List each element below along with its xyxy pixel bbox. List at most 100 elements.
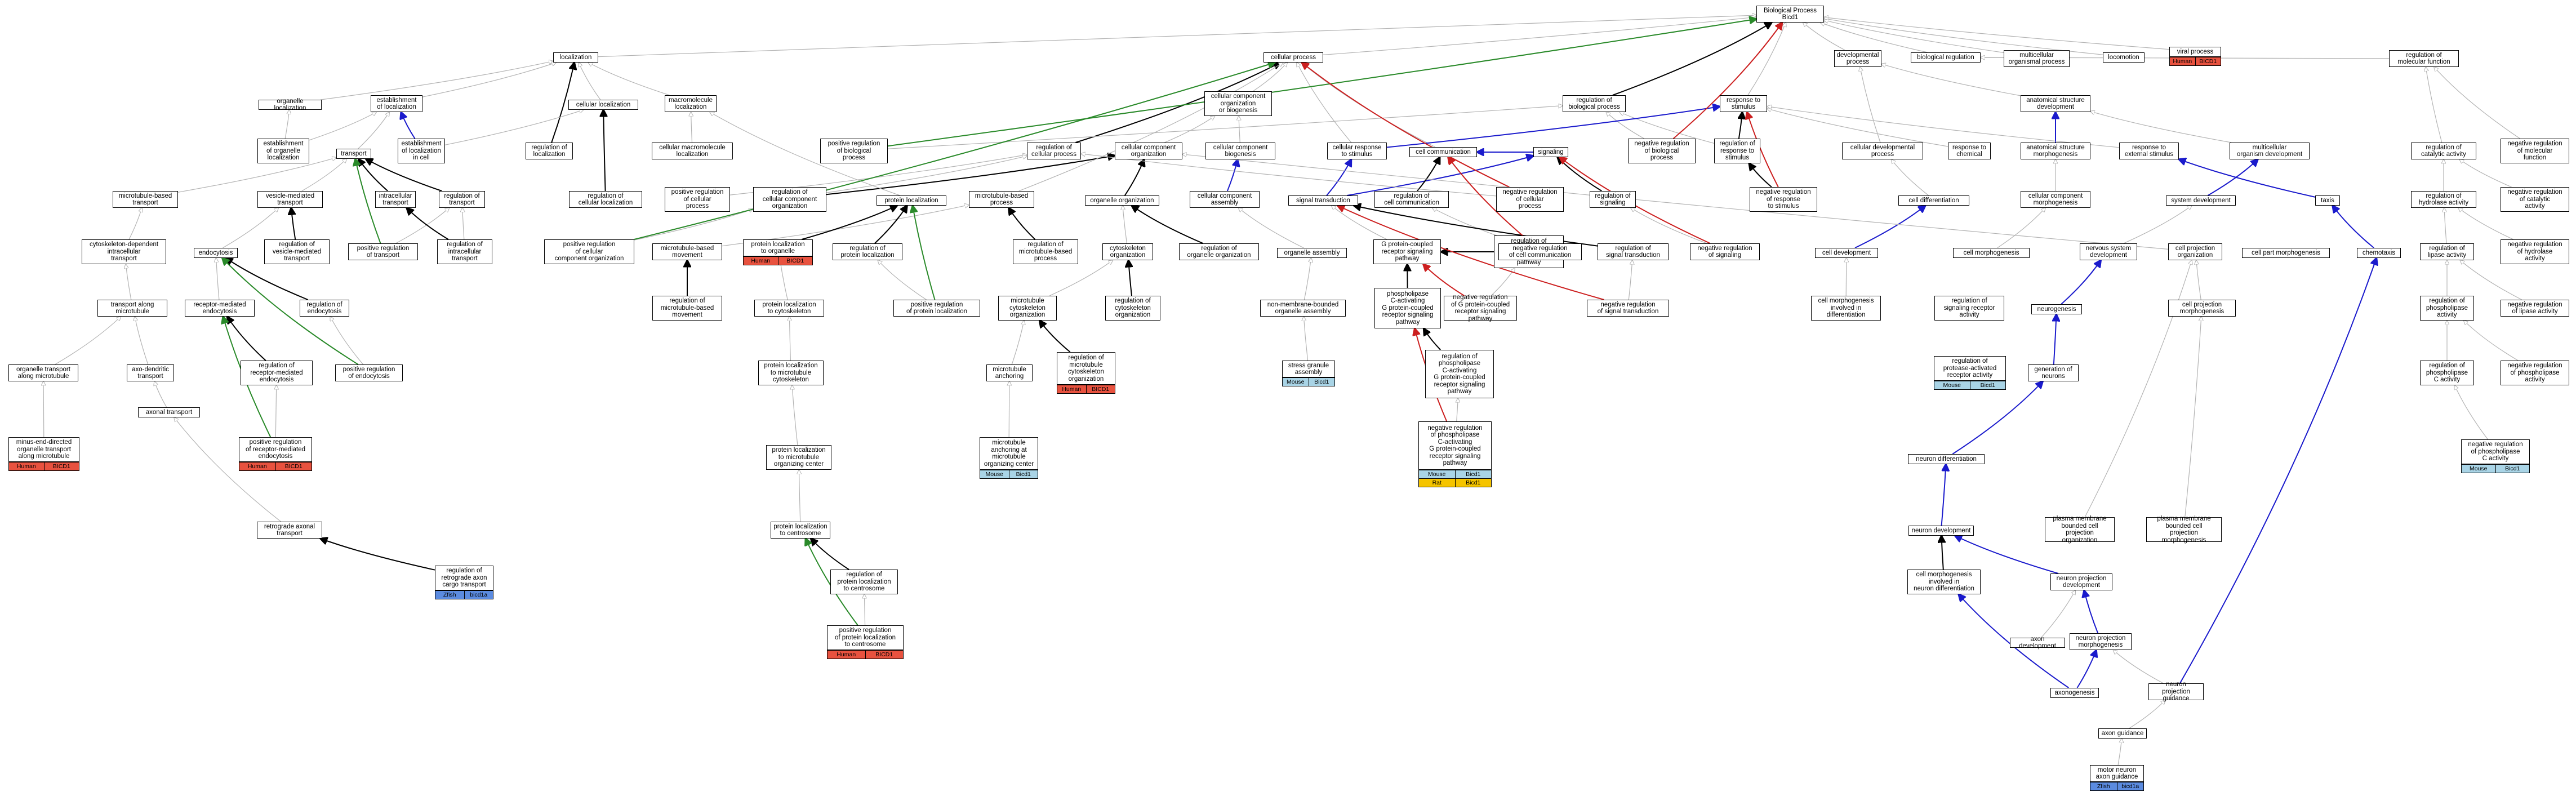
go-term-ict[interactable]: intracellular transport [375, 191, 416, 208]
go-term-regict[interactable]: regulation of intracellular transport [437, 239, 492, 264]
go-term-asmorph[interactable]: anatomical structure morphogenesis [2021, 143, 2090, 159]
go-term-multi-org[interactable]: multicellular organismal process [2004, 50, 2070, 67]
go-term-sysdev[interactable]: system development [2166, 195, 2236, 206]
go-term-negreglipase[interactable]: negative regulation of lipase activity [2501, 300, 2569, 317]
go-term-ccob[interactable]: cellular component organization or bioge… [1204, 91, 1272, 116]
go-term-cellresp[interactable]: cellular response to stimulus [1327, 143, 1387, 159]
go-term-estloc[interactable]: establishment of localization [371, 95, 422, 112]
go-term-regloc[interactable]: regulation of localization [526, 143, 573, 159]
go-term-orgorg[interactable]: organelle organization [1085, 195, 1159, 206]
go-term-transport[interactable]: transport [336, 149, 371, 159]
go-term-regcp[interactable]: regulation of cellular process [1027, 143, 1081, 159]
go-term-regprotloc[interactable]: regulation of protein localization [833, 243, 902, 260]
go-term-celldev[interactable]: cellular developmental process [1842, 143, 1923, 159]
go-term-cco[interactable]: cellular component organization [1115, 143, 1182, 159]
go-term-negregplc[interactable]: negative regulation of phospholipase C a… [2461, 439, 2530, 464]
go-term-endocytosis[interactable]: endocytosis [194, 248, 238, 258]
go-term-retro[interactable]: retrograde axonal transport [257, 522, 322, 539]
go-term-nsd[interactable]: nervous system development [2080, 243, 2137, 260]
go-term-regsra[interactable]: regulation of signaling receptor activit… [1934, 296, 2004, 321]
go-term-viral[interactable]: viral process [2169, 47, 2221, 57]
go-term-cmind[interactable]: cell morphogenesis involved in neuron di… [1907, 570, 1981, 594]
go-term-posregprotloc[interactable]: positive regulation of protein localizat… [893, 300, 980, 317]
go-term-cca[interactable]: cellular component assembly [1190, 191, 1260, 208]
go-term-respchem[interactable]: response to chemical [1948, 143, 1991, 159]
go-term-cpm[interactable]: cell part morphogenesis [2242, 248, 2330, 258]
go-term-vmt[interactable]: vesicle-mediated transport [257, 191, 323, 208]
go-term-axtrans[interactable]: axonal transport [138, 407, 200, 417]
go-term-respext[interactable]: response to external stimulus [2119, 143, 2179, 159]
go-term-regorgorg[interactable]: regulation of organelle organization [1179, 243, 1259, 260]
go-term-regsig[interactable]: regulation of signaling [1590, 191, 1636, 208]
go-term-regmtco[interactable]: regulation of microtubule cytoskeleton o… [1057, 352, 1115, 385]
go-term-cellcomm[interactable]: cell communication [1409, 147, 1477, 157]
go-term-localization[interactable]: localization [553, 52, 598, 63]
go-term-gpcr[interactable]: G protein-coupled receptor signaling pat… [1373, 239, 1441, 264]
go-term-negregresp[interactable]: negative regulation of response to stimu… [1750, 187, 1817, 212]
go-term-nmboa[interactable]: non-membrane-bounded organelle assembly [1260, 300, 1346, 317]
go-term-pltmtoc[interactable]: protein localization to microtubule orga… [766, 445, 831, 470]
go-term-regsigtrans[interactable]: regulation of signal transduction [1598, 243, 1669, 260]
go-term-chemotaxis[interactable]: chemotaxis [2357, 248, 2401, 258]
go-term-reghyd[interactable]: regulation of hydrolase activity [2411, 191, 2476, 208]
go-term-posregpltc[interactable]: positive regulation of protein localizat… [827, 625, 904, 650]
go-term-cpmorph[interactable]: cell projection morphogenesis [2168, 300, 2236, 317]
go-term-cellloc[interactable]: cellular localization [568, 100, 638, 110]
go-term-negregplcgpcr[interactable]: negative regulation of phospholipase C-a… [1418, 421, 1492, 470]
go-term-regbp[interactable]: regulation of biological process [1563, 95, 1626, 112]
go-term-regmol[interactable]: regulation of molecular function [2389, 50, 2459, 67]
go-term-axdev[interactable]: axon development [2010, 636, 2065, 650]
go-term-estorgloc[interactable]: establishment of organelle localization [257, 139, 309, 163]
go-term-macroloc[interactable]: macromolecule localization [665, 95, 717, 112]
go-term-negregcp[interactable]: negative regulation of cellular process [1496, 187, 1564, 212]
go-term-npd[interactable]: neuron projection development [2050, 573, 2112, 590]
go-term-regresp[interactable]: regulation of response to stimulus [1714, 139, 1760, 163]
go-term-regmtbp[interactable]: regulation of microtubule-based process [1013, 239, 1078, 264]
go-term-estlocincell[interactable]: establishment of localization in cell [398, 139, 445, 163]
go-term-regpltc[interactable]: regulation of protein localization to ce… [830, 570, 898, 594]
go-term-negregphos[interactable]: negative regulation of phospholipase act… [2501, 361, 2569, 385]
go-term-resp[interactable]: response to stimulus [1720, 95, 1767, 112]
go-term-pltcentro[interactable]: protein localization to centrosome [771, 522, 830, 539]
go-term-posregcco[interactable]: positive regulation of cellular componen… [544, 239, 634, 264]
go-term-regtransport[interactable]: regulation of transport [439, 191, 485, 208]
go-term-neurogenesis[interactable]: neurogenesis [2031, 304, 2082, 314]
go-term-protloc[interactable]: protein localization [877, 195, 946, 206]
go-term-rme[interactable]: receptor-mediated endocytosis [185, 300, 255, 317]
go-term-mtbt[interactable]: microtubule-based transport [113, 191, 178, 208]
go-term-negregbp[interactable]: negative regulation of biological proces… [1628, 139, 1696, 163]
go-term-regppara[interactable]: regulation of protease-activated recepto… [1934, 356, 2006, 381]
go-term-negregcellcomm[interactable]: negative regulation of cell communicatio… [1498, 243, 1582, 260]
go-term-regcat[interactable]: regulation of catalytic activity [2411, 143, 2476, 159]
go-term-ccmorph[interactable]: cellular component morphogenesis [2021, 191, 2090, 208]
go-term-orgloc[interactable]: organelle localization [259, 98, 322, 112]
go-term-pltc[interactable]: protein localization to cytoskeleton [754, 300, 824, 317]
go-term-regplc[interactable]: regulation of phospholipase C activity [2420, 361, 2474, 385]
go-term-regcellcomm[interactable]: regulation of cell communication [1374, 191, 1449, 208]
go-term-regvmt[interactable]: regulation of vesicle-mediated transport [264, 239, 330, 264]
go-term-npm[interactable]: neuron projection morphogenesis [2070, 633, 2132, 650]
go-term-mtbm[interactable]: microtubule-based movement [652, 243, 722, 260]
go-term-otam[interactable]: organelle transport along microtubule [8, 364, 78, 381]
go-term-mnag[interactable]: motor neuron axon guidance [2090, 765, 2144, 782]
go-term-regretro[interactable]: regulation of retrograde axon cargo tran… [435, 566, 493, 590]
go-term-regcytorg[interactable]: regulation of cytoskeleton organization [1105, 296, 1160, 321]
go-term-cellmacroloc[interactable]: cellular macromolecule localization [652, 143, 733, 159]
go-term-adt[interactable]: axo-dendritic transport [127, 364, 174, 381]
go-term-negregsigtrans[interactable]: negative regulation of signal transducti… [1587, 300, 1669, 317]
go-term-cellproc[interactable]: cellular process [1263, 52, 1323, 63]
go-term-negregcat[interactable]: negative regulation of catalytic activit… [2501, 187, 2569, 212]
go-term-negregsig[interactable]: negative regulation of signaling [1690, 243, 1760, 260]
go-term-taxis[interactable]: taxis [2315, 195, 2340, 206]
go-term-orgasm[interactable]: organelle assembly [1277, 248, 1347, 258]
go-term-bioreg[interactable]: biological regulation [1911, 52, 1981, 63]
go-term-neurdev[interactable]: neuron development [1908, 526, 1974, 536]
go-term-celldiff[interactable]: cell differentiation [1898, 195, 1969, 206]
go-term-reglipase[interactable]: regulation of lipase activity [2420, 243, 2474, 260]
go-term-negregmol[interactable]: negative regulation of molecular functio… [2501, 139, 2569, 163]
go-term-posregendo[interactable]: positive regulation of endocytosis [335, 364, 403, 381]
go-term-plto[interactable]: protein localization to organelle [743, 239, 813, 256]
go-term-negreghyd[interactable]: negative regulation of hydrolase activit… [2501, 239, 2569, 264]
go-term-medorg[interactable]: minus-end-directed organelle transport a… [8, 437, 79, 462]
go-term-asd[interactable]: anatomical structure development [2021, 95, 2090, 112]
